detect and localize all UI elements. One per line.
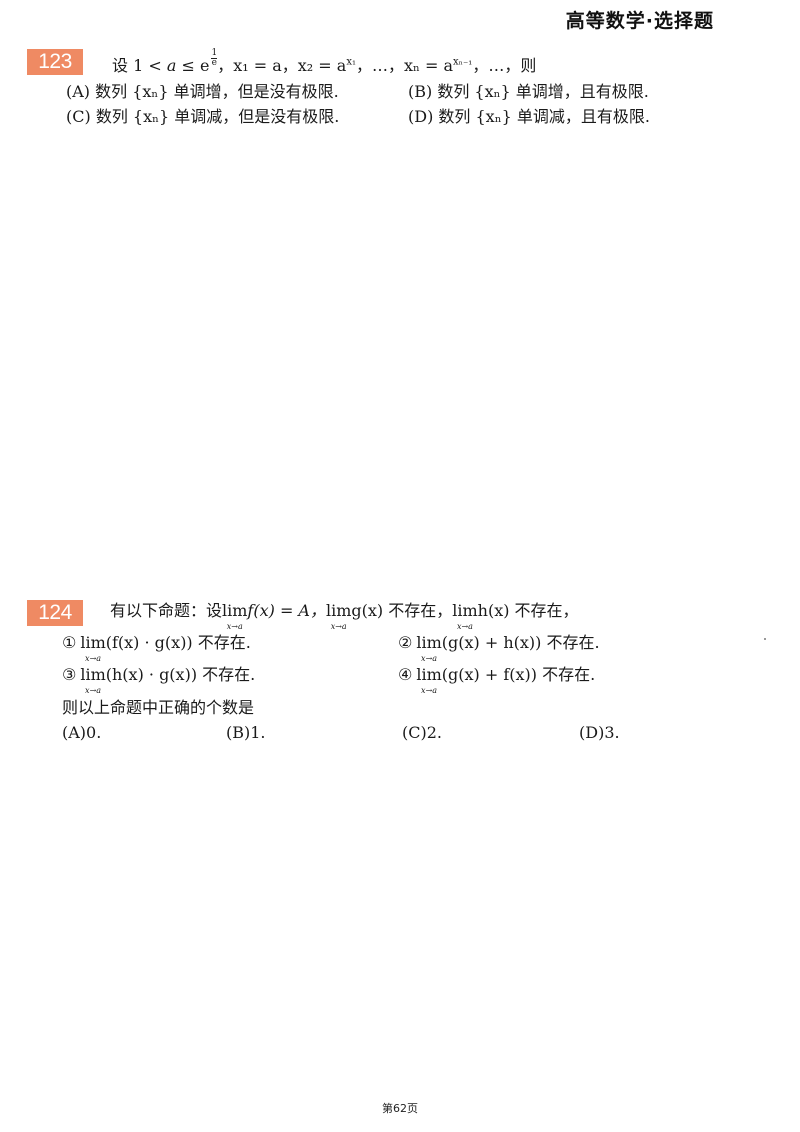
scan-speck — [764, 638, 766, 640]
lim-word: lim — [416, 665, 442, 684]
circled-two-marker: ② — [398, 633, 413, 652]
q124-option-c[interactable]: (C)2. — [402, 723, 442, 742]
q123-stem-rest: ，x₁ = a，x₂ = a — [217, 56, 347, 75]
q124-stem-h: h(x) 不存在， — [477, 601, 579, 620]
q124-option-d[interactable]: (D)3. — [579, 723, 620, 742]
circled-four-marker: ④ — [398, 665, 413, 684]
lim-word: lim — [222, 601, 248, 620]
lim-subscript: x→a — [330, 622, 347, 631]
lim-expression: lim x→a — [416, 633, 442, 663]
q123-exp-x1: x₁ — [346, 56, 356, 68]
q124-lim-f: lim x→a — [222, 601, 248, 631]
lim-word: lim — [452, 601, 478, 620]
lim-subscript: x→a — [226, 622, 243, 631]
lim-expression: lim x→a — [80, 665, 106, 695]
q123-stem-le: ≤ e — [176, 56, 210, 75]
lim-word: lim — [80, 633, 106, 652]
q124-option-a[interactable]: (A)0. — [62, 723, 102, 742]
lim-subscript: x→a — [421, 686, 438, 695]
q123-exp-xn1: xₙ₋₁ — [453, 56, 473, 68]
question-number-124: 124 — [27, 600, 83, 626]
page-number: 第62页 — [382, 1102, 418, 1115]
q123-stem-prefix: 设 1 < — [112, 56, 167, 75]
lim-word: lim — [416, 633, 442, 652]
lim-word: lim — [326, 601, 352, 620]
lim-expression: lim x→a — [416, 665, 442, 695]
item-body: (f(x) · g(x)) 不存在. — [105, 633, 251, 652]
lim-subscript: x→a — [85, 686, 102, 695]
page-title: 高等数学·选择题 — [565, 10, 714, 32]
q123-exp-numerator: 1 — [211, 48, 218, 58]
q123-option-b[interactable]: (B) 数列 {xₙ} 单调增，且有极限. — [408, 82, 649, 101]
q123-option-a[interactable]: (A) 数列 {xₙ} 单调增，但是没有极限. — [66, 82, 339, 101]
circled-one-marker: ① — [62, 633, 77, 652]
q123-stem-mid: ，…，xₙ = a — [355, 56, 454, 75]
item-body: (g(x) + f(x)) 不存在. — [441, 665, 596, 684]
lim-subscript: x→a — [421, 654, 438, 663]
q124-option-b[interactable]: (B)1. — [226, 723, 266, 742]
lim-subscript: x→a — [85, 654, 102, 663]
q123-stem-end: ，…，则 — [472, 56, 537, 75]
question-number-123: 123 — [27, 49, 83, 75]
lim-word: lim — [80, 665, 106, 684]
q124-lim-g: lim x→a — [326, 601, 352, 631]
q123-option-d[interactable]: (D) 数列 {xₙ} 单调减，且有极限. — [408, 107, 650, 126]
q124-question: 则以上命题中正确的个数是 — [62, 698, 255, 717]
lim-subscript: x→a — [456, 622, 473, 631]
q124-stem-prefix: 有以下命题：设 — [110, 601, 223, 620]
item-body: (h(x) · g(x)) 不存在. — [105, 665, 256, 684]
lim-expression: lim x→a — [80, 633, 106, 663]
q123-option-c[interactable]: (C) 数列 {xₙ} 单调减，但是没有极限. — [66, 107, 340, 126]
circled-three-marker: ③ — [62, 665, 77, 684]
q123-stem-a: a — [166, 56, 177, 75]
q124-lim-h: lim x→a — [452, 601, 478, 631]
q124-stem-f: f(x) = A， — [247, 601, 326, 620]
q124-stem-g: g(x) 不存在， — [351, 601, 453, 620]
item-body: (g(x) + h(x)) 不存在. — [441, 633, 600, 652]
q123-exp-denominator: e — [211, 58, 218, 68]
